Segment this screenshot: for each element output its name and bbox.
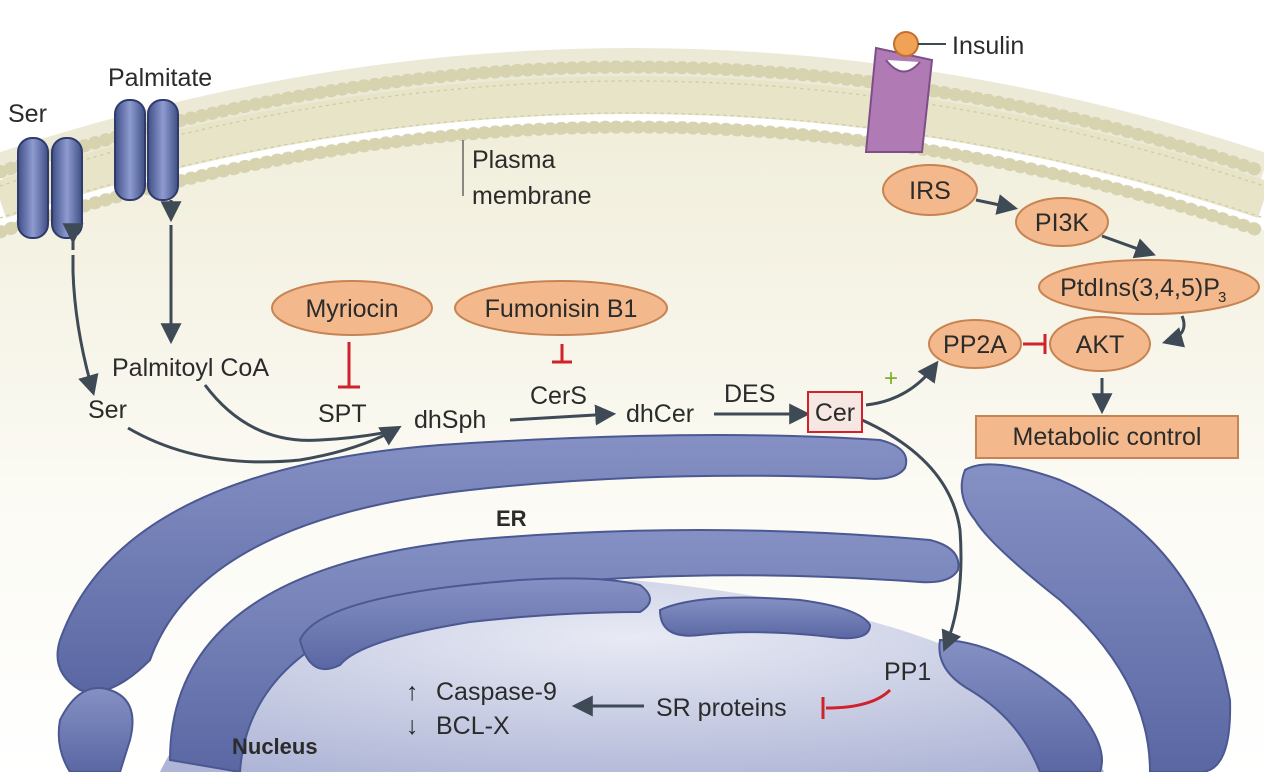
svg-text:Metabolic control: Metabolic control (1013, 423, 1202, 451)
bcl-x-label: BCL-X (436, 712, 510, 740)
insulin-receptor (864, 31, 946, 153)
cers-label: CerS (530, 382, 587, 410)
spt-label: SPT (318, 400, 367, 428)
svg-text:Myriocin: Myriocin (305, 295, 398, 323)
insulin-label: Insulin (952, 32, 1024, 60)
ceramide-box: Cer (807, 391, 863, 433)
nucleus-label: Nucleus (232, 734, 318, 759)
pp2a-node: PP2A (928, 319, 1022, 369)
membrane-label: membrane (472, 182, 592, 210)
svg-text:PI3K: PI3K (1035, 209, 1090, 237)
dhsph-label: dhSph (414, 406, 486, 434)
ser-inside-label: Ser (88, 396, 127, 424)
inhibition-marks (338, 334, 1047, 719)
ser-outside-label: Ser (8, 100, 47, 128)
pp1-label: PP1 (884, 658, 931, 686)
pi3k-node: PI3K (1015, 197, 1109, 247)
svg-text:IRS: IRS (909, 177, 951, 205)
svg-text:3: 3 (1218, 289, 1226, 306)
metabolic-control-box: Metabolic control (975, 415, 1239, 459)
pathway-arrows (62, 194, 1186, 717)
plus-sign: + (884, 365, 898, 392)
palmitoyl-coa-label: Palmitoyl CoA (112, 354, 269, 382)
plasma-membrane (0, 48, 1264, 239)
caspase-9-label: Caspase-9 (436, 678, 557, 706)
irs-node: IRS (882, 164, 978, 216)
sr-proteins-label: SR proteins (656, 694, 787, 722)
des-label: DES (724, 380, 775, 408)
down-arrow-glyph: ↓ (406, 712, 419, 740)
insulin-molecule (893, 31, 919, 57)
akt-node: AKT (1049, 316, 1151, 372)
palmitate-transporter (114, 99, 179, 201)
up-arrow-glyph: ↑ (406, 678, 419, 706)
palmitate-label: Palmitate (108, 64, 212, 92)
er-label: ER (496, 506, 527, 531)
svg-text:PP2A: PP2A (943, 331, 1007, 359)
ptdins-node: PtdIns(3,4,5)P 3 (1038, 259, 1260, 315)
endoplasmic-reticulum (56, 434, 1232, 774)
svg-text:PtdIns(3,4,5)P: PtdIns(3,4,5)P (1060, 274, 1220, 302)
svg-text:Fumonisin B1: Fumonisin B1 (485, 295, 638, 323)
svg-text:AKT: AKT (1076, 331, 1125, 359)
plasma-label: Plasma (472, 146, 555, 174)
myriocin-node: Myriocin (271, 280, 433, 336)
svg-text:Cer: Cer (815, 399, 855, 427)
fumonisin-b1-node: Fumonisin B1 (454, 280, 668, 336)
dhcer-label: dhCer (626, 400, 694, 428)
